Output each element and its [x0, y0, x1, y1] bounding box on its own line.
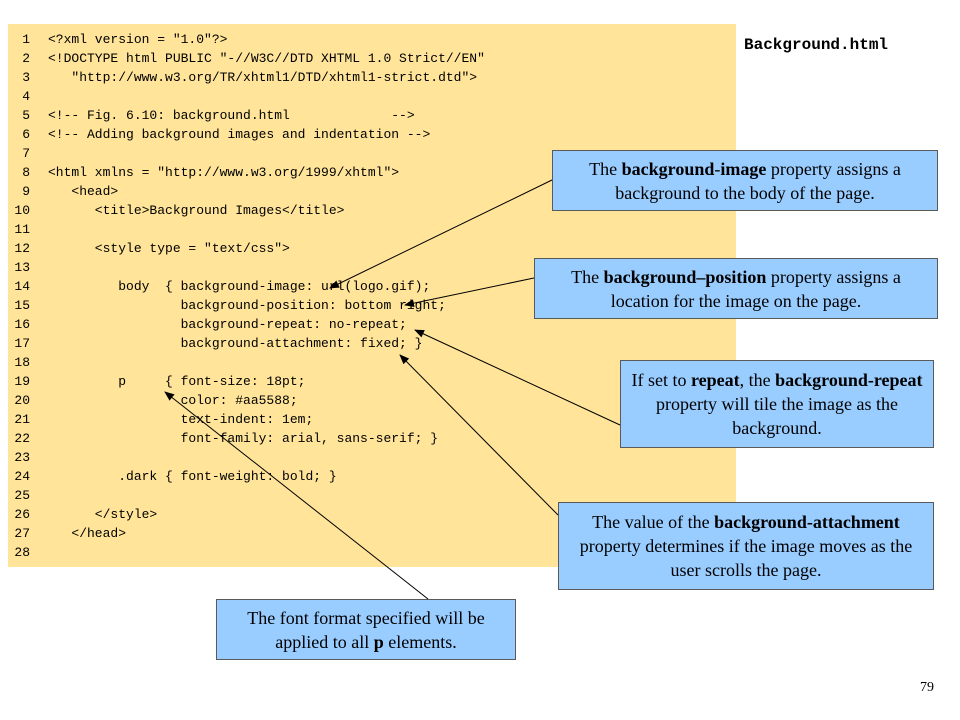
- code-text: background-attachment: fixed; }: [48, 336, 423, 351]
- code-text: "http://www.w3.org/TR/xhtml1/DTD/xhtml1-…: [48, 70, 478, 85]
- code-line: 12 <style type = "text/css">: [8, 239, 736, 258]
- line-number: 7: [22, 146, 30, 161]
- code-line: 26 </style>: [8, 505, 736, 524]
- code-line: 23: [8, 448, 736, 467]
- code-line: 9 <head>: [8, 182, 736, 201]
- line-number: 25: [14, 488, 30, 503]
- code-text: font-family: arial, sans-serif; }: [48, 431, 439, 446]
- code-text: .dark { font-weight: bold; }: [48, 469, 337, 484]
- callout-background-repeat: If set to repeat, the background-repeat …: [620, 360, 934, 448]
- line-number: 15: [14, 298, 30, 313]
- code-line: 19 p { font-size: 18pt;: [8, 372, 736, 391]
- line-number: 4: [22, 89, 30, 104]
- callout-background-position: The background–position property assigns…: [534, 258, 938, 319]
- code-line: 11: [8, 220, 736, 239]
- line-number: 5: [22, 108, 30, 123]
- code-line: 25: [8, 486, 736, 505]
- line-number: 17: [14, 336, 30, 351]
- line-number: 21: [14, 412, 30, 427]
- callout-background-attachment: The value of the background-attachment p…: [558, 502, 934, 590]
- code-line: 13: [8, 258, 736, 277]
- line-number: 12: [14, 241, 30, 256]
- line-number: 16: [14, 317, 30, 332]
- code-line: 16 background-repeat: no-repeat;: [8, 315, 736, 334]
- code-line: 8 <html xmlns = "http://www.w3.org/1999/x…: [8, 163, 736, 182]
- code-line: 2 <!DOCTYPE html PUBLIC "-//W3C//DTD XHTM…: [8, 49, 736, 68]
- line-number: 27: [14, 526, 30, 541]
- code-line: 18: [8, 353, 736, 372]
- code-line: 27 </head>: [8, 524, 736, 543]
- code-text: color: #aa5588;: [48, 393, 298, 408]
- line-number: 23: [14, 450, 30, 465]
- line-number: 22: [14, 431, 30, 446]
- code-line: 28: [8, 543, 736, 562]
- code-text: body { background-image: url(logo.gif);: [48, 279, 431, 294]
- code-line: 4: [8, 87, 736, 106]
- page-number: 79: [920, 680, 934, 695]
- callout-background-image: The background-image property assigns a …: [552, 150, 938, 211]
- file-title: Background.html: [744, 36, 889, 54]
- line-number: 20: [14, 393, 30, 408]
- code-text: <style type = "text/css">: [48, 241, 290, 256]
- code-line: 17 background-attachment: fixed; }: [8, 334, 736, 353]
- code-line: 24 .dark { font-weight: bold; }: [8, 467, 736, 486]
- code-text: background-repeat: no-repeat;: [48, 317, 407, 332]
- code-line: 5 <!-- Fig. 6.10: background.html -->: [8, 106, 736, 125]
- line-number: 10: [14, 203, 30, 218]
- line-number: 11: [14, 222, 30, 237]
- code-line: 6 <!-- Adding background images and inden…: [8, 125, 736, 144]
- line-number: 2: [22, 51, 30, 66]
- code-text: </head>: [48, 526, 127, 541]
- code-text: p { font-size: 18pt;: [48, 374, 306, 389]
- code-text: <?xml version = "1.0"?>: [48, 32, 228, 47]
- line-number: 3: [22, 70, 30, 85]
- code-text: </style>: [48, 507, 158, 522]
- line-number: 13: [14, 260, 30, 275]
- line-number: 19: [14, 374, 30, 389]
- code-text: <!-- Fig. 6.10: background.html -->: [48, 108, 415, 123]
- code-line: 1 <?xml version = "1.0"?>: [8, 30, 736, 49]
- line-number: 6: [22, 127, 30, 142]
- line-number: 9: [22, 184, 30, 199]
- line-number: 28: [14, 545, 30, 560]
- line-number: 14: [14, 279, 30, 294]
- code-text: <html xmlns = "http://www.w3.org/1999/xh…: [48, 165, 400, 180]
- callout-font-format: The font format specified will be applie…: [216, 599, 516, 660]
- code-text: <head>: [48, 184, 119, 199]
- code-text: text-indent: 1em;: [48, 412, 314, 427]
- code-line: 7: [8, 144, 736, 163]
- line-number: 1: [22, 32, 30, 47]
- code-line: 15 background-position: bottom right;: [8, 296, 736, 315]
- line-number: 18: [14, 355, 30, 370]
- code-text: background-position: bottom right;: [48, 298, 446, 313]
- line-number: 8: [22, 165, 30, 180]
- code-line: 3 "http://www.w3.org/TR/xhtml1/DTD/xhtml…: [8, 68, 736, 87]
- line-number: 24: [14, 469, 30, 484]
- code-text: <title>Background Images</title>: [48, 203, 345, 218]
- code-text: <!-- Adding background images and indent…: [48, 127, 431, 142]
- code-line: 10 <title>Background Images</title>: [8, 201, 736, 220]
- line-number: 26: [14, 507, 30, 522]
- code-text: <!DOCTYPE html PUBLIC "-//W3C//DTD XHTML…: [48, 51, 485, 66]
